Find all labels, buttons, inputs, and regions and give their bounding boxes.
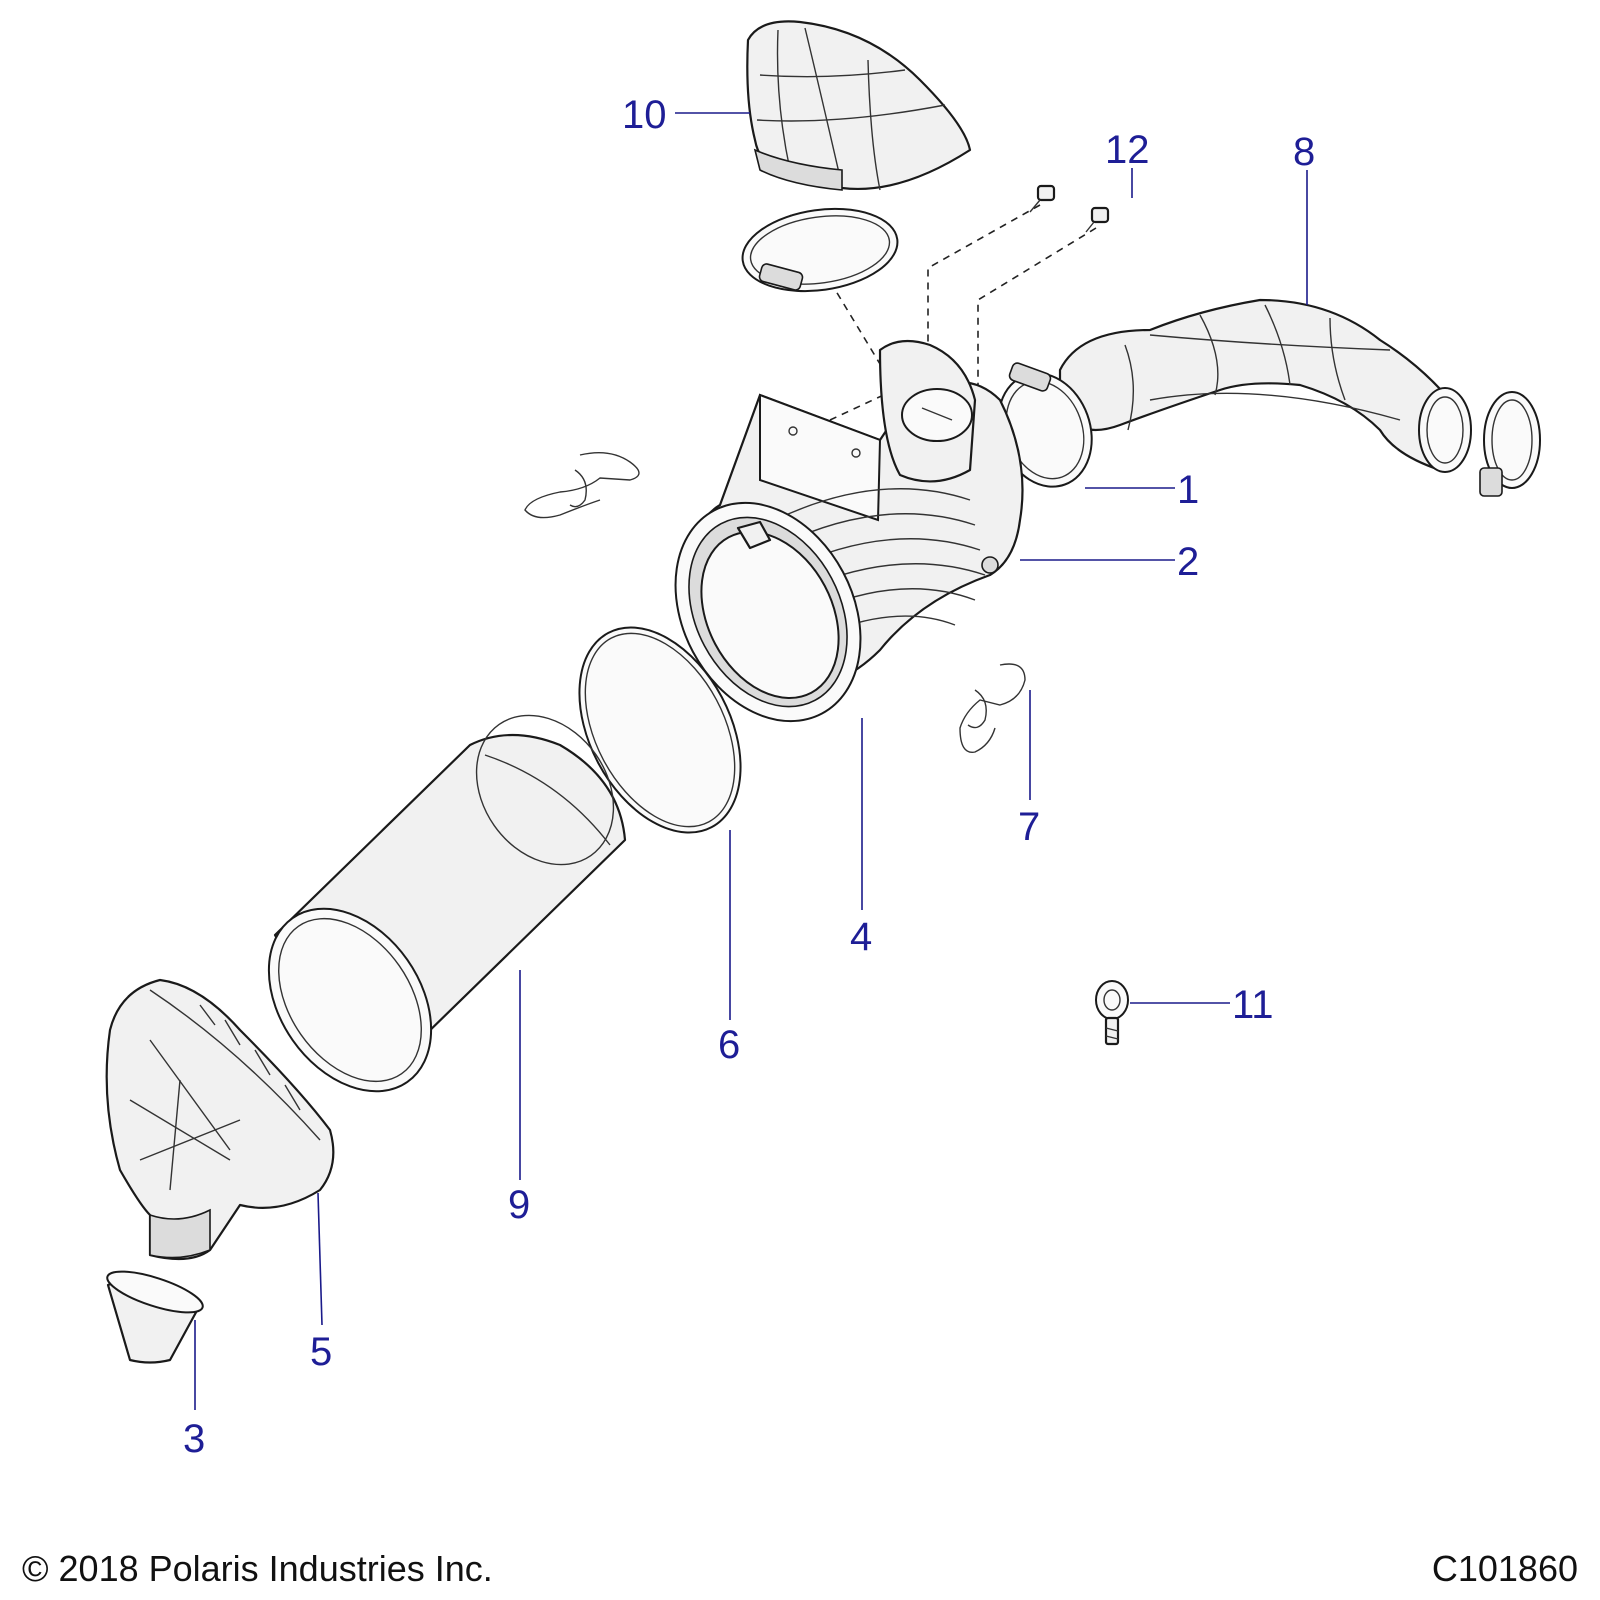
part-8-intake-hose[interactable] <box>1058 298 1472 473</box>
hose-outlet-clamp[interactable] <box>1479 391 1541 497</box>
callout-labels: 10 12 8 1 2 4 7 6 9 11 5 3 <box>183 93 1315 1461</box>
part-12-bolt-left[interactable] <box>1029 184 1056 213</box>
callout-9: 9 <box>508 1183 530 1227</box>
callout-8: 8 <box>1293 130 1315 174</box>
leader-lines <box>194 112 1308 1410</box>
callout-12: 12 <box>1105 128 1150 172</box>
callout-3: 3 <box>183 1417 205 1461</box>
callout-2: 2 <box>1177 540 1199 584</box>
callout-4: 4 <box>850 915 872 959</box>
part-6-o-ring-gasket[interactable] <box>547 600 774 860</box>
part-5-filter-cover[interactable] <box>105 978 335 1261</box>
callout-10: 10 <box>622 93 667 137</box>
part-1-hose-clamp[interactable] <box>983 360 1107 500</box>
part-7-spring-clip-left[interactable] <box>524 452 640 519</box>
callout-11: 11 <box>1232 983 1274 1027</box>
drawing-number: C101860 <box>1431 1548 1578 1589</box>
callout-1: 1 <box>1177 468 1199 512</box>
callout-7: 7 <box>1018 805 1040 849</box>
callout-5: 5 <box>310 1330 332 1374</box>
part-7-spring-clip-right[interactable] <box>959 663 1026 753</box>
elbow-hose-clamp[interactable] <box>737 200 903 301</box>
copyright-notice: © 2018 Polaris Industries Inc. <box>22 1548 493 1589</box>
part-10-elbow-duct[interactable] <box>746 20 972 191</box>
part-11-wing-screw[interactable] <box>1095 980 1129 1046</box>
part-12-bolt-right[interactable] <box>1085 206 1110 233</box>
callout-6: 6 <box>718 1023 740 1067</box>
part-9-air-filter[interactable] <box>235 689 641 1122</box>
part-3-dust-valve[interactable] <box>103 1263 207 1364</box>
part-4-housing-flange[interactable] <box>639 471 897 754</box>
